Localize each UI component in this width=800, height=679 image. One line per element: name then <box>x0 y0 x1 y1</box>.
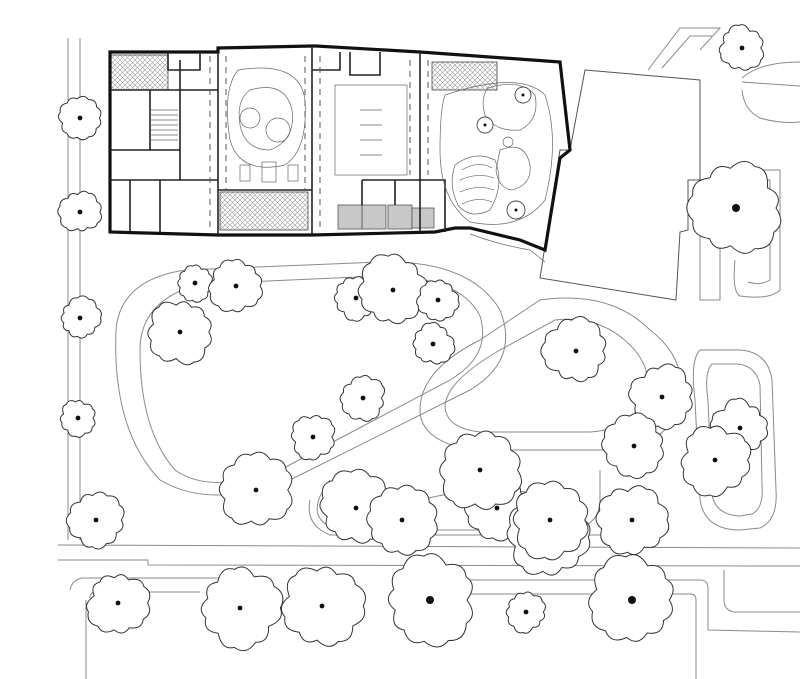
tree <box>177 264 213 303</box>
tree-trunk <box>77 209 83 215</box>
tree <box>57 190 102 232</box>
tree-trunk <box>631 443 637 449</box>
tree <box>387 553 473 648</box>
tree-trunk <box>399 517 405 523</box>
tree-trunk <box>77 115 83 121</box>
tree-trunk <box>93 517 99 523</box>
tree-trunk <box>426 596 434 604</box>
tree <box>680 425 752 498</box>
tree <box>601 412 664 479</box>
park-paths <box>115 27 800 536</box>
tree <box>290 415 336 461</box>
tree <box>686 160 782 254</box>
tree-trunk <box>547 517 553 523</box>
tree-trunk <box>573 348 579 354</box>
tree-trunk <box>237 605 243 611</box>
tree <box>339 374 386 422</box>
adjacent-building <box>539 69 701 301</box>
tree <box>86 574 151 634</box>
tree <box>628 363 693 431</box>
tree <box>412 321 456 365</box>
tree <box>59 399 96 438</box>
tree <box>416 279 460 322</box>
tree <box>540 316 607 383</box>
tree-trunk <box>477 467 483 473</box>
tree-trunk <box>737 425 743 431</box>
tree <box>439 430 522 511</box>
tree-trunk <box>629 517 635 523</box>
tree-trunk <box>75 415 81 421</box>
tree-trunk <box>319 603 325 609</box>
tree-trunk <box>628 596 636 604</box>
tree <box>60 295 102 339</box>
tree-trunk <box>739 45 745 51</box>
tree <box>505 591 546 634</box>
tree-canopy <box>540 316 607 383</box>
trees-layer <box>57 24 782 652</box>
tree-trunk <box>192 280 198 286</box>
tree-trunk <box>494 505 500 511</box>
tree <box>512 480 589 561</box>
tree-trunk <box>523 609 529 615</box>
tree-trunk <box>353 295 359 301</box>
tree <box>357 253 429 325</box>
tree <box>366 484 438 556</box>
tree-trunk <box>177 329 183 335</box>
tree <box>65 491 125 550</box>
tree-trunk <box>77 315 83 321</box>
tree <box>718 24 765 71</box>
tree <box>595 485 670 556</box>
main-building <box>108 44 572 263</box>
tree <box>280 566 366 647</box>
tree-trunk <box>233 283 239 289</box>
tree <box>218 451 293 526</box>
tree <box>208 258 263 313</box>
tree-trunk <box>310 434 316 440</box>
tree-trunk <box>712 457 718 463</box>
tree <box>58 95 102 141</box>
tree-trunk <box>253 487 259 493</box>
tree-trunk <box>430 341 436 347</box>
tree-trunk <box>115 600 121 606</box>
tree-trunk <box>390 287 396 293</box>
tree <box>200 566 284 652</box>
tree-trunk <box>435 297 441 303</box>
tree-trunk <box>353 505 359 511</box>
tree-trunk <box>732 204 740 212</box>
tree-trunk <box>360 395 366 401</box>
tree-trunk <box>659 394 665 400</box>
tree <box>147 301 212 366</box>
tree <box>588 554 674 642</box>
